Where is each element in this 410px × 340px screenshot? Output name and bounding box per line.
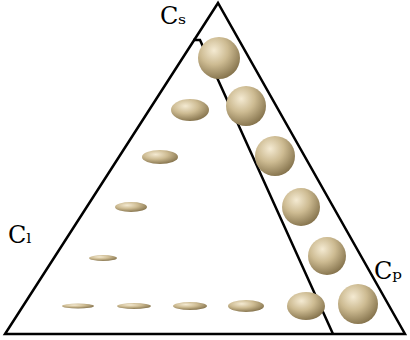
vertex-label: Cₗ <box>6 222 34 248</box>
outer-triangle <box>5 3 405 334</box>
particle-shapes <box>62 37 378 324</box>
vertex-label: Cₚ <box>372 258 404 284</box>
inner-boundary <box>193 40 333 334</box>
vertex-label: Cₛ <box>158 3 188 29</box>
